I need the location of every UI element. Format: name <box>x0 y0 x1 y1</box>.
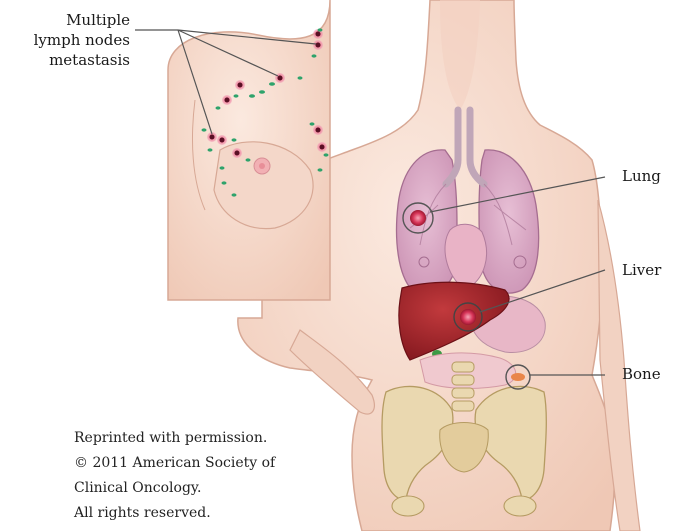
lymph-label-line-1: Multiple <box>6 10 130 30</box>
lymph-label-line-3: metastasis <box>6 50 130 70</box>
liver-label: Liver <box>622 260 661 280</box>
lung-tumor <box>410 210 426 226</box>
copyright-notice: Reprinted with permission. © 2011 Americ… <box>74 426 275 526</box>
breast-inset <box>135 0 330 300</box>
bone-label: Bone <box>622 364 661 384</box>
lung-label: Lung <box>622 166 661 186</box>
credit-line-2: © 2011 American Society of <box>74 451 275 476</box>
credit-line-1: Reprinted with permission. <box>74 426 275 451</box>
bone-lesion <box>511 373 525 381</box>
credit-line-4: All rights reserved. <box>74 501 275 526</box>
credit-line-3: Clinical Oncology. <box>74 476 275 501</box>
liver-tumor <box>460 309 476 325</box>
lymph-label-line-2: lymph nodes <box>6 30 130 50</box>
lymph-nodes-label: Multiple lymph nodes metastasis <box>6 10 130 70</box>
